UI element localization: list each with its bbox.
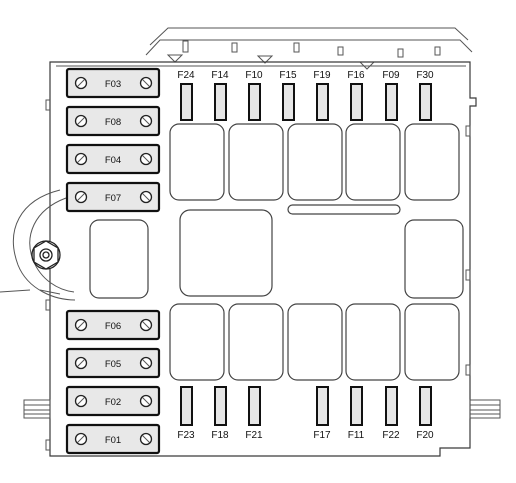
mini-fuse-F16[interactable]: [350, 83, 363, 121]
maxi-fuse-group-top: F03 F08 F04 F07: [65, 67, 161, 213]
mini-fuse-label: F24: [177, 70, 195, 81]
maxi-fuse-F08[interactable]: F08: [65, 105, 161, 137]
maxi-fuse-F07[interactable]: F07: [65, 181, 161, 213]
mini-fuse-F22[interactable]: [385, 386, 398, 426]
maxi-fuse-F05[interactable]: F05: [65, 347, 161, 379]
mini-fuse-F11[interactable]: [350, 386, 363, 426]
maxi-fuse-label: F05: [105, 359, 121, 370]
bolt-nut-icon: [31, 240, 61, 270]
mini-fuse-label: F19: [313, 70, 331, 81]
maxi-fuse-F02[interactable]: F02: [65, 385, 161, 417]
fuse-box-housing: [0, 27, 501, 457]
mini-fuse-row-bottom: F23 F18 F21 F17 F11 F22 F20: [177, 386, 434, 441]
mini-fuse-F17[interactable]: [316, 386, 329, 426]
mini-fuse-F19[interactable]: [316, 83, 329, 121]
mini-fuse-F20[interactable]: [419, 386, 432, 426]
relay-blocks: [89, 123, 464, 381]
right-mount-tab: [469, 399, 501, 419]
mini-fuse-F09[interactable]: [385, 83, 398, 121]
mini-fuse-F24[interactable]: [180, 83, 193, 121]
maxi-fuse-label: F01: [105, 435, 121, 446]
maxi-fuse-label: F06: [105, 321, 121, 332]
mini-fuse-F23[interactable]: [180, 386, 193, 426]
maxi-fuse-label: F07: [105, 193, 121, 204]
mini-fuse-label: F14: [211, 70, 229, 81]
mini-fuse-label: F23: [177, 430, 195, 441]
maxi-fuse-F03[interactable]: F03: [65, 67, 161, 99]
mini-fuse-label: F22: [382, 430, 400, 441]
maxi-fuse-label: F03: [105, 79, 121, 90]
maxi-fuse-F04[interactable]: F04: [65, 143, 161, 175]
mini-fuse-label: F16: [347, 70, 365, 81]
mini-fuse-label: F30: [416, 70, 434, 81]
mini-fuse-F30[interactable]: [419, 83, 432, 121]
mini-fuse-label: F11: [348, 430, 365, 441]
maxi-fuse-label: F08: [105, 117, 121, 128]
mini-fuse-label: F20: [416, 430, 434, 441]
left-mount-tab: [23, 399, 51, 419]
mini-fuse-label: F15: [279, 70, 297, 81]
mini-fuse-F14[interactable]: [214, 83, 227, 121]
maxi-fuse-F06[interactable]: F06: [65, 309, 161, 341]
maxi-fuse-label: F04: [105, 155, 121, 166]
mini-fuse-label: F18: [211, 430, 229, 441]
mini-fuse-label: F21: [245, 430, 263, 441]
mini-fuse-label: F10: [245, 70, 263, 81]
mini-fuse-row-top: F24 F14 F10 F15 F19 F16 F09 F30: [177, 70, 434, 121]
maxi-fuse-group-bottom: F06 F05 F02 F01: [65, 309, 161, 455]
mini-fuse-label: F17: [313, 430, 331, 441]
maxi-fuse-F01[interactable]: F01: [65, 423, 161, 455]
mini-fuse-F10[interactable]: [248, 83, 261, 121]
mini-fuse-F21[interactable]: [248, 386, 261, 426]
mini-fuse-F15[interactable]: [282, 83, 295, 121]
mini-fuse-F18[interactable]: [214, 386, 227, 426]
maxi-fuse-label: F02: [105, 397, 121, 408]
mini-fuse-label: F09: [382, 70, 400, 81]
